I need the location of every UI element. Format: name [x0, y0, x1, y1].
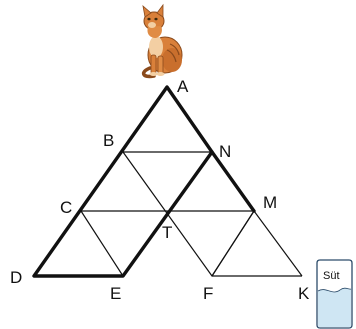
- label-K: K: [298, 284, 310, 303]
- thick-lines: [32, 85, 256, 278]
- milk-label: Süt: [323, 270, 340, 282]
- label-C: C: [60, 198, 72, 217]
- label-F: F: [203, 284, 213, 303]
- segment-N-M: [210, 150, 256, 213]
- label-N: N: [219, 142, 231, 161]
- segment-C-E: [80, 210, 124, 277]
- segment-M-K: [253, 210, 303, 277]
- label-T: T: [162, 223, 172, 242]
- label-D: D: [10, 268, 22, 287]
- milk-glass-icon: Süt: [316, 259, 353, 329]
- label-E: E: [110, 284, 121, 303]
- path-A-D-E-N-A: [32, 85, 214, 278]
- cat-icon: [141, 3, 183, 79]
- segment-F-M-thin: [211, 210, 255, 277]
- label-M: M: [263, 193, 277, 212]
- thin-lines: [80, 151, 303, 277]
- label-A: A: [177, 77, 189, 96]
- label-B: B: [103, 131, 114, 150]
